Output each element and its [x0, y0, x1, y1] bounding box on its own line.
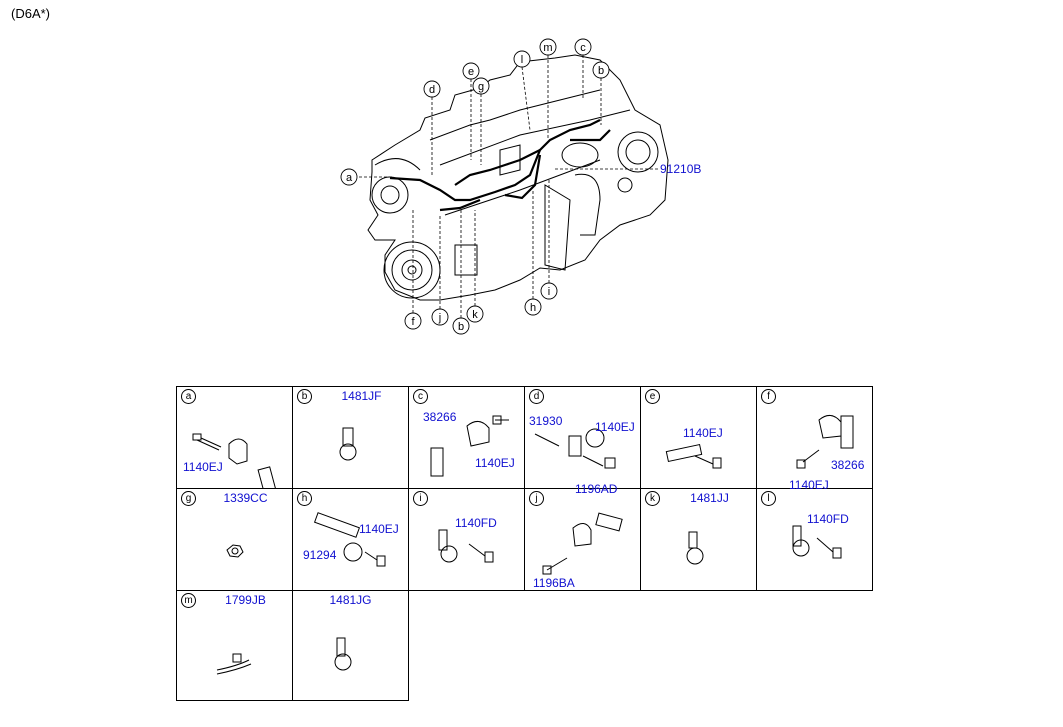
- callout-j: j: [438, 312, 441, 324]
- main-part-number: 91210B: [660, 162, 701, 176]
- callout-d: d: [429, 84, 435, 96]
- part-cell-e: e 1140EJ: [640, 386, 757, 489]
- engine-block-outline: [367, 54, 669, 301]
- engine-illustration: a d e g l m c b f j b k h i 91210B: [340, 38, 701, 335]
- clip-icon: [339, 427, 357, 461]
- callout-b-top: b: [598, 65, 604, 77]
- callout-a: a: [346, 172, 353, 184]
- clamp-bolt-icon: [438, 529, 494, 563]
- cell-letter: a: [181, 389, 196, 404]
- bracket-clamp-icon: [430, 415, 509, 477]
- part-cell-c: c 38266 1140EJ: [408, 386, 525, 489]
- wiring-harness: [389, 119, 601, 202]
- part-label: 1140EJ: [183, 460, 223, 474]
- callout-e: e: [468, 66, 474, 78]
- callout-c: c: [580, 42, 586, 54]
- part-cell-n: 1481JG: [292, 590, 409, 701]
- plate-clamp-icon: [313, 512, 386, 567]
- part-cell-a: a 1140EJ: [176, 386, 293, 489]
- cable-tie-icon: [216, 653, 252, 675]
- clip-icon: [334, 637, 352, 671]
- part-cell-d: d 31930 1140EJ 1196AD: [524, 386, 641, 496]
- clamp-kit-icon: [534, 428, 616, 469]
- callout-l: l: [521, 54, 523, 66]
- plate-bolt-icon: [665, 443, 722, 469]
- callout-h: h: [530, 302, 536, 314]
- nut-icon: [226, 544, 244, 558]
- part-cell-f: f 38266 1140EJ: [756, 386, 873, 492]
- bracket-clamp-icon: [796, 415, 854, 469]
- callout-b-bottom: b: [458, 321, 464, 333]
- clamp-bolt-icon: [192, 433, 277, 488]
- callout-f: f: [411, 316, 415, 328]
- part-cell-j: j 1196BA: [524, 488, 641, 591]
- part-cell-h: h 1140EJ 91294: [292, 488, 409, 591]
- callout-k: k: [472, 309, 478, 321]
- diagram-title: (D6A*): [11, 6, 51, 21]
- part-cell-i: i 1140FD: [408, 488, 525, 591]
- part-cell-l: l 1140FD: [756, 488, 873, 591]
- clamp-bolt-icon: [792, 525, 842, 559]
- callout-g: g: [478, 81, 484, 93]
- clip-icon: [686, 531, 704, 565]
- clamp-bracket-icon: [542, 512, 623, 575]
- callout-m: m: [543, 42, 552, 54]
- callout-i: i: [548, 286, 550, 298]
